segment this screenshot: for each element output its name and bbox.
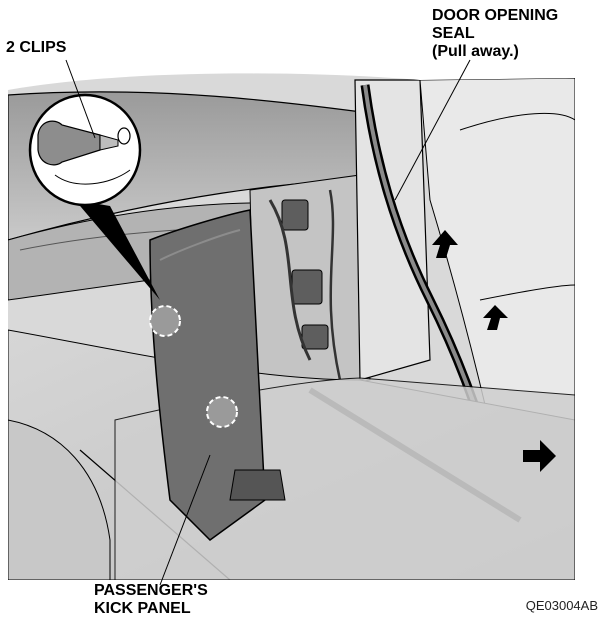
connector-1 bbox=[281, 199, 309, 231]
panel-label-line2: KICK PANEL bbox=[94, 600, 191, 617]
harness-wire-1 bbox=[268, 199, 312, 361]
leader-seal bbox=[394, 59, 471, 201]
center-console bbox=[8, 419, 111, 580]
callout-pointer bbox=[75, 200, 160, 300]
seal-label-line2: SEAL bbox=[432, 25, 475, 42]
clip-icon bbox=[37, 120, 131, 185]
seal-pull-line bbox=[479, 284, 575, 301]
arrow-icon bbox=[483, 305, 508, 330]
clips-label-text: 2 CLIPS bbox=[6, 39, 67, 56]
leader-clips bbox=[65, 59, 96, 139]
clips-label: 2 CLIPS bbox=[6, 39, 66, 57]
kick-panel-label: PASSENGER'S KICK PANEL bbox=[94, 582, 208, 618]
door-opening-seal-label: DOOR OPENING SEAL (Pull away.) bbox=[432, 7, 558, 61]
panel-label-line1: PASSENGER'S bbox=[94, 582, 208, 599]
figure-code: QE03004AB bbox=[525, 598, 598, 613]
arrow-icon bbox=[432, 230, 458, 258]
seal-label-line1: DOOR OPENING bbox=[432, 7, 559, 24]
seal-pull-line bbox=[459, 112, 575, 131]
leader-panel bbox=[159, 454, 211, 586]
connector-2 bbox=[291, 269, 323, 305]
clip-detail-callout bbox=[28, 93, 160, 300]
interior-scene bbox=[8, 73, 575, 580]
connector-3 bbox=[301, 324, 329, 350]
kick-panel-highlight bbox=[159, 229, 241, 261]
harness-wire-2 bbox=[328, 189, 342, 381]
arrow-icon bbox=[523, 440, 556, 472]
dashed-circle-icon bbox=[149, 305, 181, 337]
dashed-circle-icon bbox=[206, 396, 238, 428]
seal-label-line3: (Pull away.) bbox=[432, 43, 519, 60]
kick-panel-bracket bbox=[229, 469, 286, 501]
a-pillar bbox=[354, 79, 431, 381]
